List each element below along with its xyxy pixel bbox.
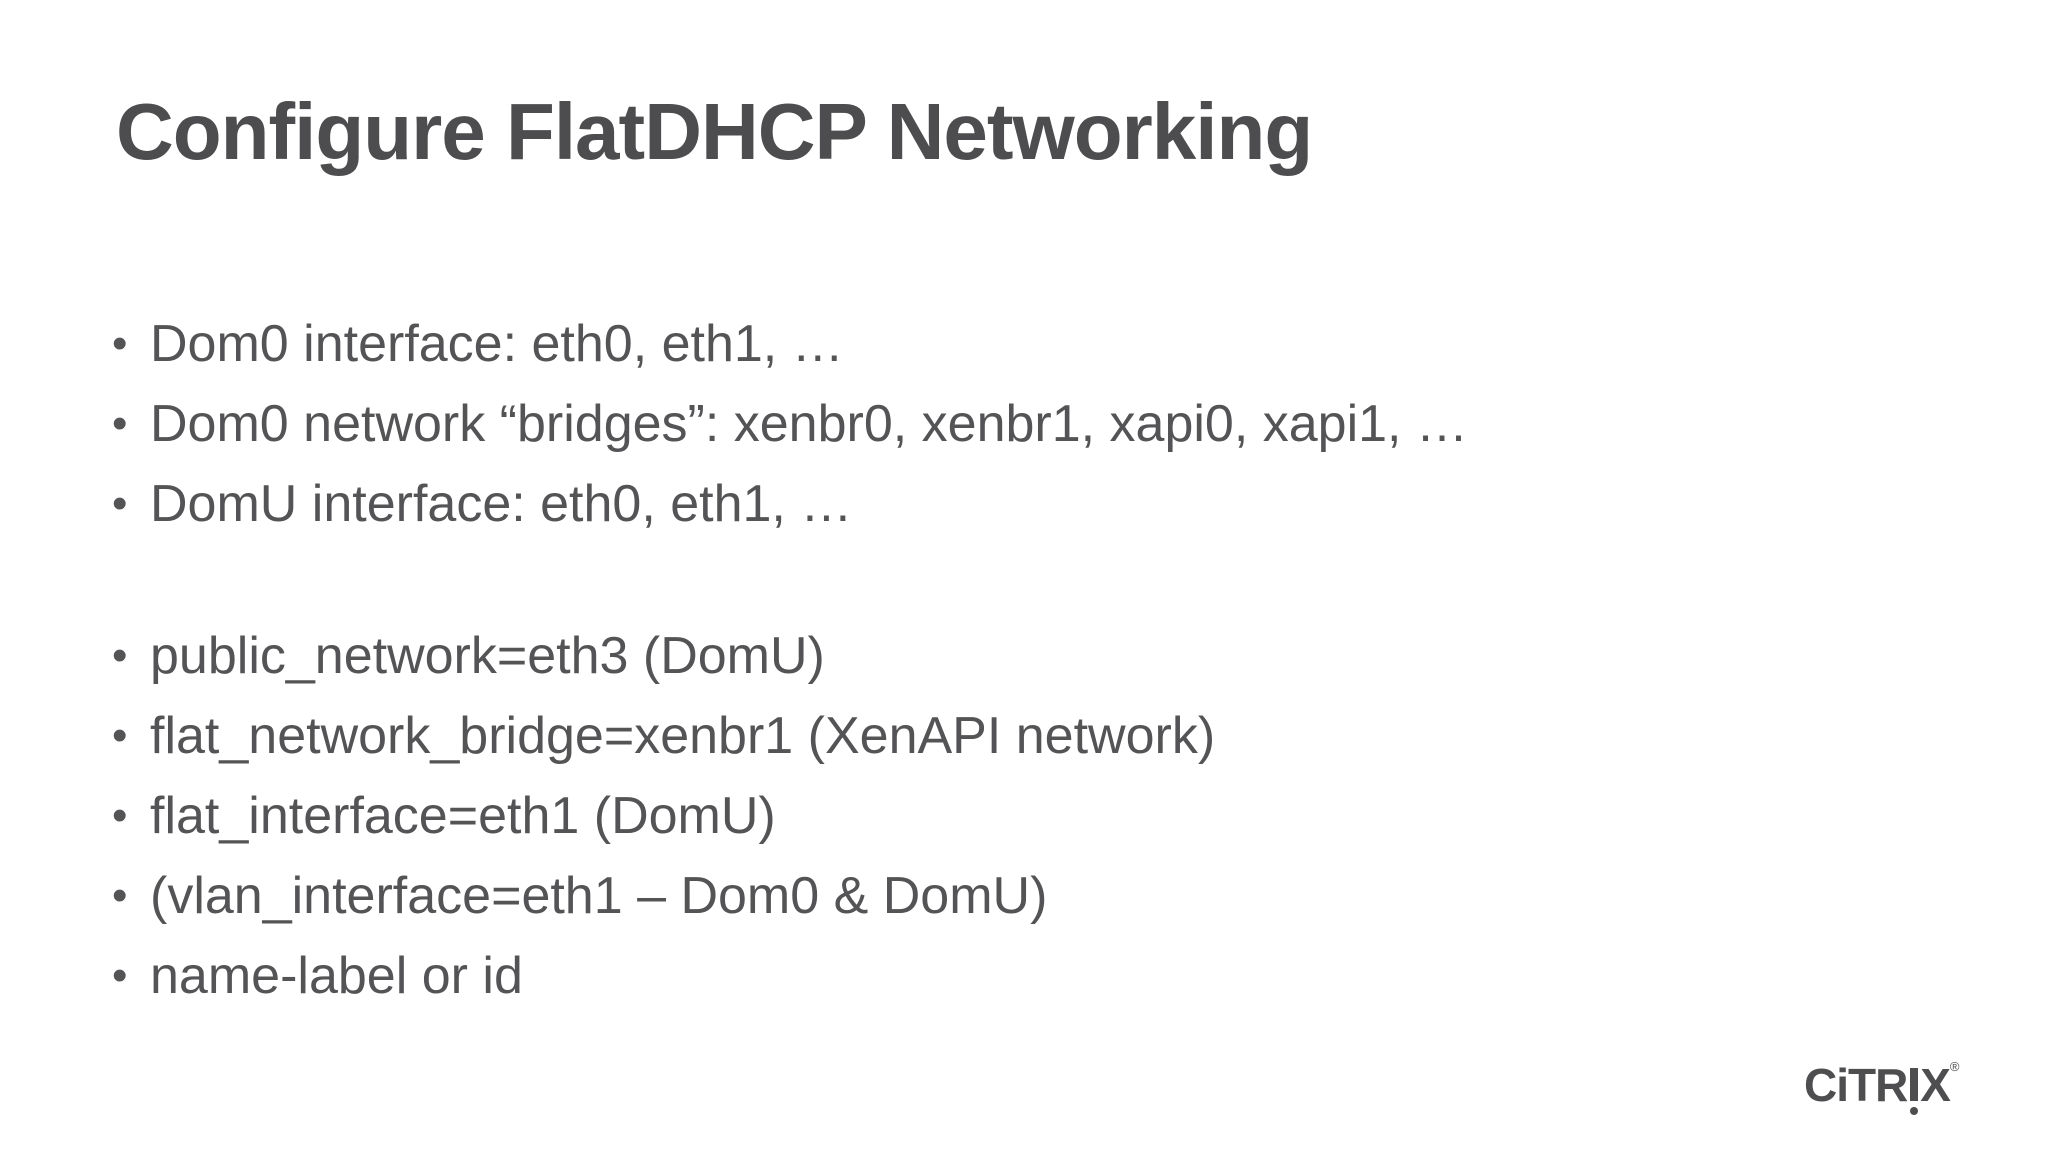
- bullet-item: • flat_network_bridge=xenbr1 (XenAPI net…: [112, 696, 1912, 776]
- bullet-item: • Dom0 network “bridges”: xenbr0, xenbr1…: [112, 384, 1912, 464]
- registered-trademark-icon: ®: [1949, 1059, 1960, 1074]
- bullet-text: (vlan_interface=eth1 – Dom0 & DomU): [150, 867, 1048, 925]
- citrix-logo-i-dot-below: [1907, 1067, 1920, 1116]
- bullet-text: Dom0 network “bridges”: xenbr0, xenbr1, …: [150, 395, 1468, 453]
- bullet-icon: •: [112, 479, 128, 528]
- bullet-item: • Dom0 interface: eth0, eth1, …: [112, 304, 1912, 384]
- bullet-item: • flat_interface=eth1 (DomU): [112, 776, 1912, 856]
- logo-i-dot: [1909, 1106, 1919, 1116]
- bullet-item: • (vlan_interface=eth1 – Dom0 & DomU): [112, 856, 1912, 936]
- bullet-list-flatdhcp-settings: • public_network=eth3 (DomU) • flat_netw…: [112, 616, 1912, 1016]
- citrix-logo-letters-post: X: [1920, 1059, 1951, 1111]
- slide-title: Configure FlatDHCP Networking: [116, 87, 1313, 176]
- bullet-icon: •: [112, 711, 128, 760]
- citrix-logo-letters-pre: CiTR: [1804, 1059, 1908, 1111]
- bullet-text: name-label or id: [150, 947, 523, 1005]
- bullet-icon: •: [112, 399, 128, 448]
- bullet-text: DomU interface: eth0, eth1, …: [150, 475, 853, 533]
- bullet-item: • name-label or id: [112, 936, 1912, 1016]
- bullet-text: flat_network_bridge=xenbr1 (XenAPI netwo…: [150, 707, 1216, 765]
- logo-i-stem: [1909, 1067, 1919, 1101]
- bullet-icon: •: [112, 951, 128, 1000]
- bullet-text: flat_interface=eth1 (DomU): [150, 787, 776, 845]
- bullet-item: • DomU interface: eth0, eth1, …: [112, 464, 1912, 544]
- bullet-text: public_network=eth3 (DomU): [150, 627, 825, 685]
- bullet-text: Dom0 interface: eth0, eth1, …: [150, 315, 844, 373]
- bullet-icon: •: [112, 631, 128, 680]
- bullet-item: • public_network=eth3 (DomU): [112, 616, 1912, 696]
- bullet-icon: •: [112, 791, 128, 840]
- bullet-icon: •: [112, 871, 128, 920]
- bullet-list-interfaces: • Dom0 interface: eth0, eth1, … • Dom0 n…: [112, 304, 1912, 544]
- bullet-icon: •: [112, 319, 128, 368]
